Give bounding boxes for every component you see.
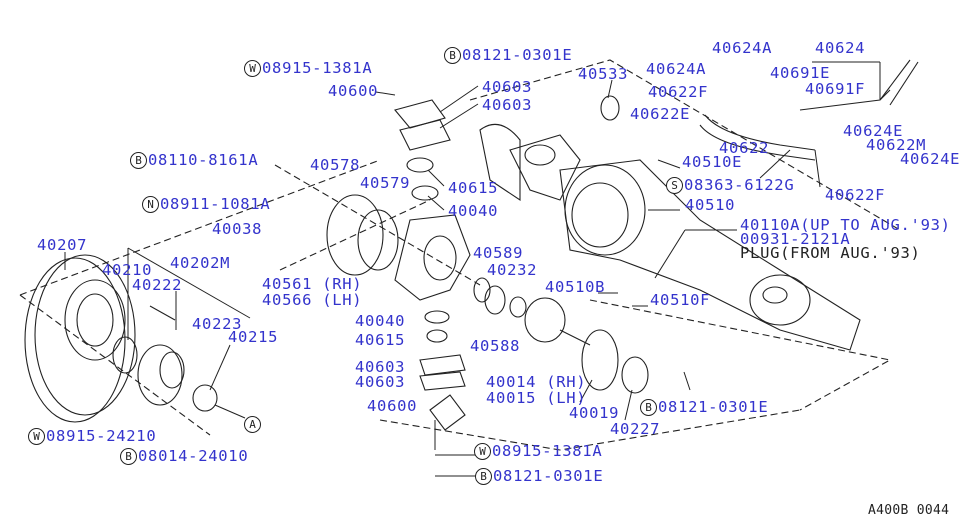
brake-disc <box>24 254 136 423</box>
differential-carrier <box>479 95 861 351</box>
part-label[interactable]: 40222 <box>132 276 183 294</box>
axle-shaft <box>473 277 649 394</box>
part-label[interactable]: 08110-8161A <box>148 151 259 169</box>
washer-marker: W <box>28 428 45 445</box>
part-label[interactable]: 40223 <box>192 315 243 333</box>
part-label[interactable]: 40019 <box>569 404 620 422</box>
part-label[interactable]: 08915-1381A <box>262 59 373 77</box>
part-label[interactable]: 40600 <box>367 397 418 415</box>
assembly-outline <box>19 59 901 451</box>
screw-marker: S <box>666 177 683 194</box>
bolt-marker: B <box>640 399 657 416</box>
part-label[interactable]: 40232 <box>487 261 538 279</box>
nut-marker: N <box>142 196 159 213</box>
part-label[interactable]: 40566 (LH) <box>262 291 363 309</box>
part-label[interactable]: 40622M <box>866 136 927 154</box>
part-label[interactable]: 40040 <box>355 312 406 330</box>
part-label[interactable]: 40227 <box>610 420 661 438</box>
part-label[interactable]: 40014 (RH) <box>486 373 587 391</box>
part-label[interactable]: 08121-0301E <box>462 46 573 64</box>
part-label[interactable]: 08363-6122G <box>684 176 795 194</box>
part-label[interactable]: 40622E <box>630 105 691 123</box>
part-label[interactable]: 40615 <box>448 179 499 197</box>
part-label[interactable]: 40622 <box>719 139 770 157</box>
part-label[interactable]: 00931-2121A <box>740 230 851 248</box>
part-label[interactable]: 40615 <box>355 331 406 349</box>
part-label[interactable]: 40510E <box>682 153 743 171</box>
part-label[interactable]: 40603 <box>482 78 533 96</box>
part-label[interactable]: 40110A(UP TO AUG.'93) <box>740 216 951 234</box>
part-label[interactable]: 40579 <box>360 174 411 192</box>
washer-marker: W <box>244 60 261 77</box>
part-label[interactable]: 40624A <box>646 60 707 78</box>
part-label[interactable]: 40588 <box>470 337 521 355</box>
bolt-marker: B <box>475 468 492 485</box>
part-label[interactable]: 40624E <box>900 150 961 168</box>
part-label[interactable]: 40622F <box>648 83 709 101</box>
part-label[interactable]: 40210 <box>102 261 153 279</box>
part-label[interactable]: 40603 <box>482 96 533 114</box>
part-label[interactable]: 08915-1381A <box>492 442 603 460</box>
part-label[interactable]: 08911-1081A <box>160 195 271 213</box>
part-label[interactable]: 08014-24010 <box>138 447 249 465</box>
part-label[interactable]: 40603 <box>355 373 406 391</box>
part-label[interactable]: 40624E <box>843 122 904 140</box>
part-label[interactable]: 40589 <box>473 244 524 262</box>
washer-marker: W <box>474 443 491 460</box>
part-label[interactable]: 40691E <box>770 64 831 82</box>
part-label[interactable]: 40600 <box>328 82 379 100</box>
diagram-id: A400B 0044 <box>868 503 950 518</box>
bolt-marker: B <box>130 152 147 169</box>
reference-a-marker: A <box>244 416 261 433</box>
part-label[interactable]: 08121-0301E <box>493 467 604 485</box>
part-label[interactable]: 40691F <box>805 80 866 98</box>
part-label[interactable]: 08915-24210 <box>46 427 157 445</box>
part-label[interactable]: 40202M <box>170 254 231 272</box>
part-label[interactable]: 40624 <box>815 39 866 57</box>
part-label[interactable]: 08121-0301E <box>658 398 769 416</box>
part-label[interactable]: 40578 <box>310 156 361 174</box>
part-label[interactable]: 40533 <box>578 65 629 83</box>
bolt-marker: B <box>444 47 461 64</box>
part-label[interactable]: 40510B <box>545 278 606 296</box>
part-label[interactable]: 40622F <box>825 186 886 204</box>
bolt-marker: B <box>120 448 137 465</box>
part-label[interactable]: 40510F <box>650 291 711 309</box>
part-label[interactable]: 40561 (RH) <box>262 275 363 293</box>
part-label[interactable]: 40015 (LH) <box>486 389 587 407</box>
steering-knuckle <box>326 99 471 431</box>
part-label[interactable]: 40624A <box>712 39 773 57</box>
part-label[interactable]: 40215 <box>228 328 279 346</box>
part-label[interactable]: 40038 <box>212 220 263 238</box>
part-label[interactable]: 40207 <box>37 236 88 254</box>
hub <box>112 305 218 412</box>
leader-lines <box>64 61 881 477</box>
part-label[interactable]: 40040 <box>448 202 499 220</box>
plug-note: PLUG(FROM AUG.'93) <box>740 244 921 262</box>
part-label[interactable]: 40510 <box>685 196 736 214</box>
part-label[interactable]: 40603 <box>355 358 406 376</box>
